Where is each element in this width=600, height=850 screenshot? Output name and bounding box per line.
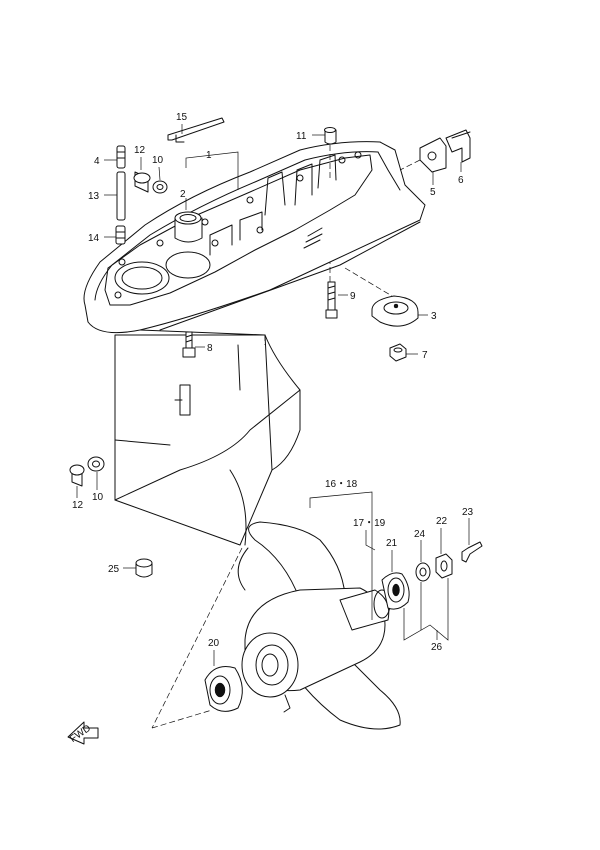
callout-1: 1 (206, 150, 212, 161)
callout-7: 7 (422, 350, 428, 361)
callout-6: 6 (458, 175, 464, 186)
thrust-washer (204, 666, 243, 712)
callout-11: 11 (296, 131, 307, 142)
washer (415, 562, 431, 582)
fwd-arrow-icon: FWD (67, 721, 99, 745)
callout-4: 4 (94, 156, 100, 167)
callout-16-18: 16・18 (325, 479, 358, 490)
propeller-nut (435, 553, 453, 579)
callout-13: 13 (88, 191, 100, 202)
dowel-pin (324, 127, 337, 145)
callout-8: 8 (207, 343, 213, 354)
callout-9: 9 (350, 291, 356, 302)
callout-labels: 1 2 3 4 5 6 7 8 9 10 10 11 12 12 13 14 1… (72, 112, 474, 653)
callout-21: 21 (386, 538, 398, 549)
anode (371, 295, 419, 327)
callout-3: 3 (431, 311, 437, 322)
callout-5: 5 (430, 187, 436, 198)
bolt-long (325, 281, 338, 319)
plug (135, 558, 153, 578)
plate (419, 137, 447, 173)
gasket-lower (87, 456, 105, 472)
nipple-fitting (116, 145, 126, 169)
gasket-upper (152, 180, 168, 194)
callout-12b: 12 (72, 500, 84, 511)
drain-plug-lower (69, 464, 85, 487)
bushing (174, 211, 203, 243)
bracket (445, 129, 471, 163)
callout-25: 25 (108, 564, 120, 575)
callout-20: 20 (208, 638, 220, 649)
pipe-fitting (115, 225, 126, 245)
callout-26: 26 (431, 642, 443, 653)
nut (389, 343, 407, 362)
propeller (237, 521, 401, 730)
callout-10a: 10 (152, 155, 164, 166)
callout-14: 14 (88, 233, 100, 244)
clip (167, 117, 225, 143)
callout-22: 22 (436, 516, 448, 527)
gear-case-housing (83, 141, 426, 546)
spacer (381, 572, 410, 610)
callout-12a: 12 (134, 145, 146, 156)
callout-15: 15 (176, 112, 188, 123)
leader-lines (76, 124, 470, 729)
cotter-pin (461, 541, 483, 563)
water-pipe (116, 171, 126, 221)
callout-2: 2 (180, 189, 186, 200)
callout-24: 24 (414, 529, 426, 540)
callout-10b: 10 (92, 492, 104, 503)
drain-plug-upper (133, 171, 151, 193)
callout-23: 23 (462, 507, 474, 518)
callout-17-19: 17・19 (353, 518, 386, 529)
bolt-short (182, 331, 196, 358)
